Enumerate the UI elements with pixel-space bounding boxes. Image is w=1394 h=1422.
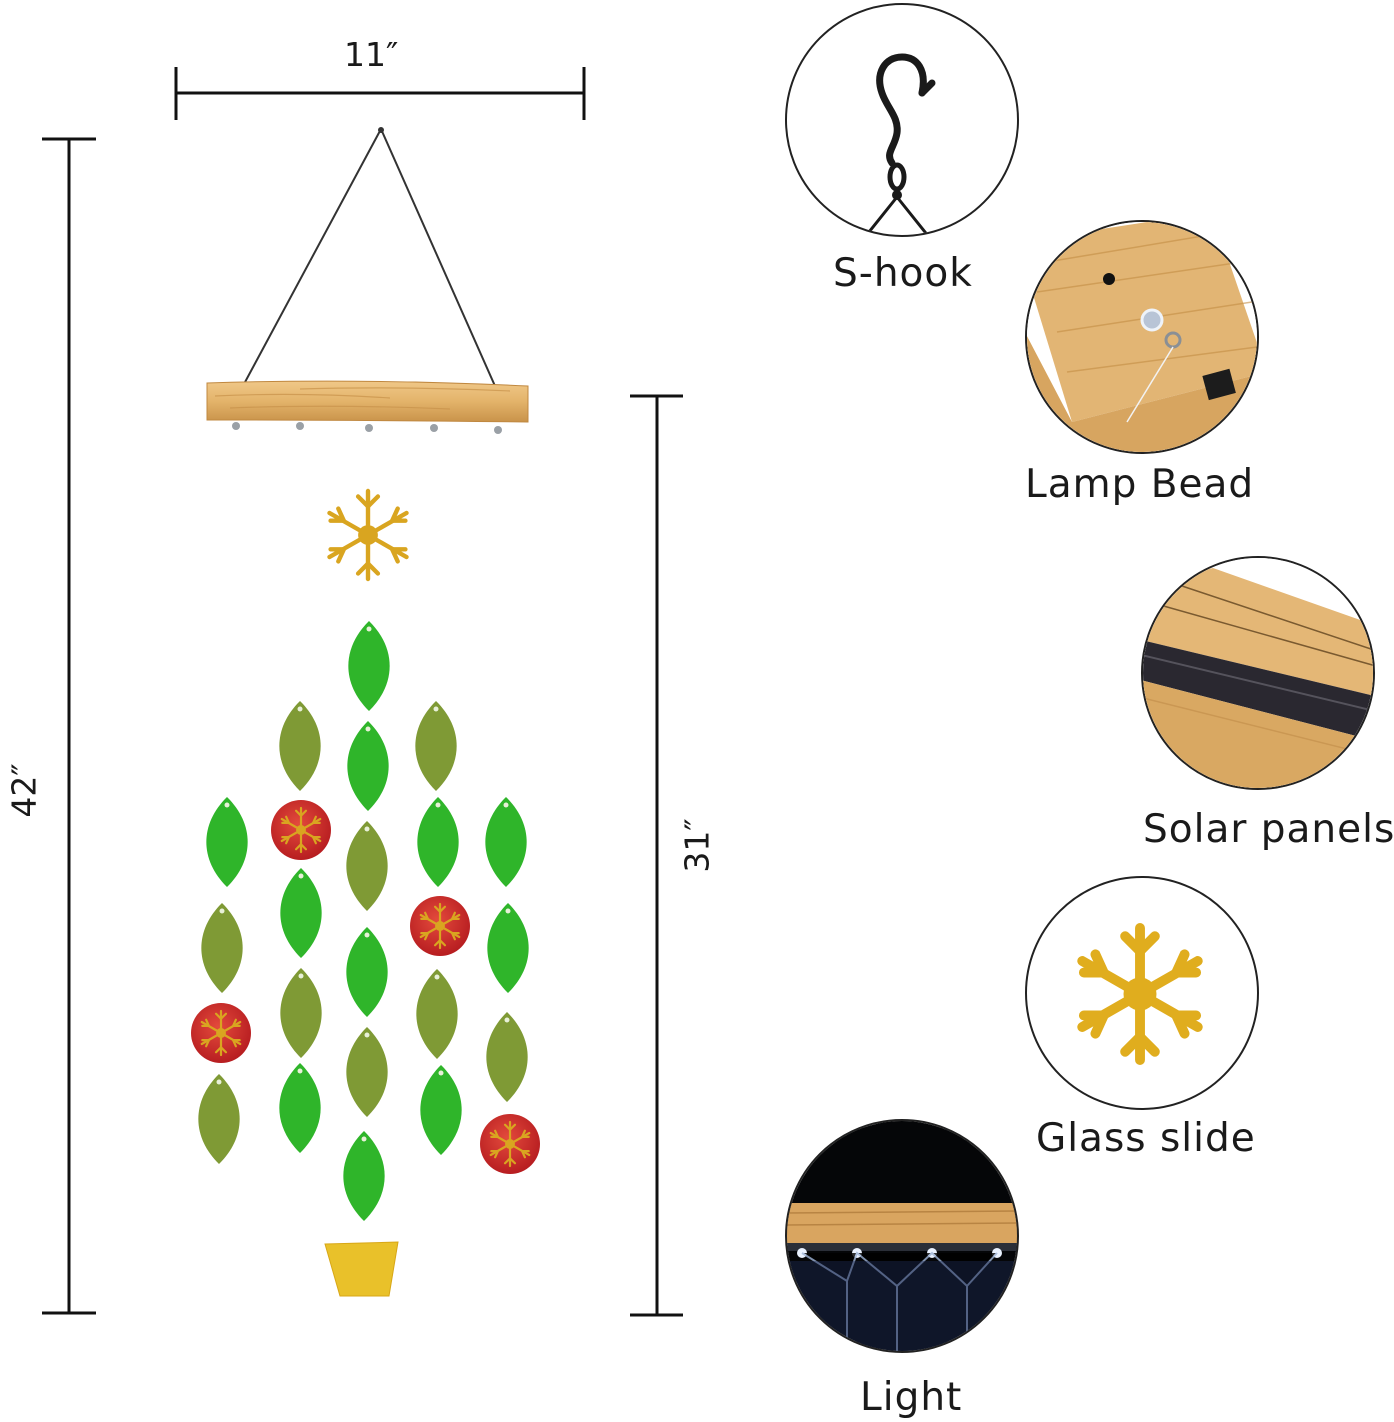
leaf-hole [433, 706, 439, 712]
leaf-hole [365, 726, 371, 732]
red-ornaments [191, 800, 540, 1174]
lamp-bead-icon [1027, 222, 1257, 452]
top-snowflake-ornament [330, 491, 407, 579]
leaf-hole [504, 1017, 510, 1023]
glass-leaf [347, 721, 389, 811]
s-hook-detail-circle [785, 3, 1019, 237]
glass-leaf [346, 927, 388, 1017]
glass-leaf [279, 1063, 321, 1153]
leaf-hole [435, 802, 441, 808]
glass-leaf [416, 969, 458, 1059]
glass-slide-detail-circle [1025, 876, 1259, 1110]
glass-leaf [198, 1074, 240, 1164]
glass-leaves [198, 621, 529, 1221]
s-hook-label: S-hook [833, 251, 973, 296]
solar-panels-label: Solar panels [1143, 807, 1394, 852]
glass-leaf [417, 797, 459, 887]
glass-leaf [279, 701, 321, 791]
leaf-hole [297, 1068, 303, 1074]
leaf-hole [219, 908, 225, 914]
light-label: Light [860, 1375, 963, 1420]
leaf-hole [224, 802, 230, 808]
glass-leaf [343, 1131, 385, 1221]
solar-panels-detail-circle [1141, 556, 1375, 790]
leaf-hole [361, 1136, 367, 1142]
leaf-hole [297, 706, 303, 712]
light-icon [787, 1121, 1017, 1351]
leaf-hole [216, 1079, 222, 1085]
leaf-hole [505, 908, 511, 914]
leaf-hole [438, 1070, 444, 1076]
glass-leaf [280, 968, 322, 1058]
hanging-wire [243, 128, 496, 387]
leaf-hole [364, 932, 370, 938]
leaf-hole [366, 626, 372, 632]
glass-leaf [420, 1065, 462, 1155]
light-detail-circle [785, 1119, 1019, 1353]
s-hook-icon [864, 53, 936, 235]
glass-leaf [485, 797, 527, 887]
glass-slide-label: Glass slide [1036, 1116, 1256, 1161]
snowflake-icon [1077, 923, 1203, 1065]
glass-leaf [346, 1027, 388, 1117]
solar-panel-icon [1143, 558, 1373, 788]
glass-leaf [206, 797, 248, 887]
glass-leaf [487, 903, 529, 993]
glass-leaf [348, 621, 390, 711]
glass-leaf [486, 1012, 528, 1102]
lamp-bead-label: Lamp Bead [1025, 462, 1255, 507]
leaf-hole [503, 802, 509, 808]
width-dimension-label: 11″ [344, 35, 399, 74]
wood-bar [206, 380, 529, 434]
leaf-hole [298, 873, 304, 879]
glass-leaf [346, 821, 388, 911]
wind-chime-product-image [191, 127, 540, 1297]
glass-leaf [415, 701, 457, 791]
leaf-hole [364, 1032, 370, 1038]
glass-leaf [280, 868, 322, 958]
leaf-hole [298, 973, 304, 979]
lamp-bead-detail-circle [1025, 220, 1259, 454]
yellow-pot [324, 1241, 399, 1297]
leaf-hole [434, 974, 440, 980]
glass-leaf [201, 903, 243, 993]
leaf-hole [364, 826, 370, 832]
